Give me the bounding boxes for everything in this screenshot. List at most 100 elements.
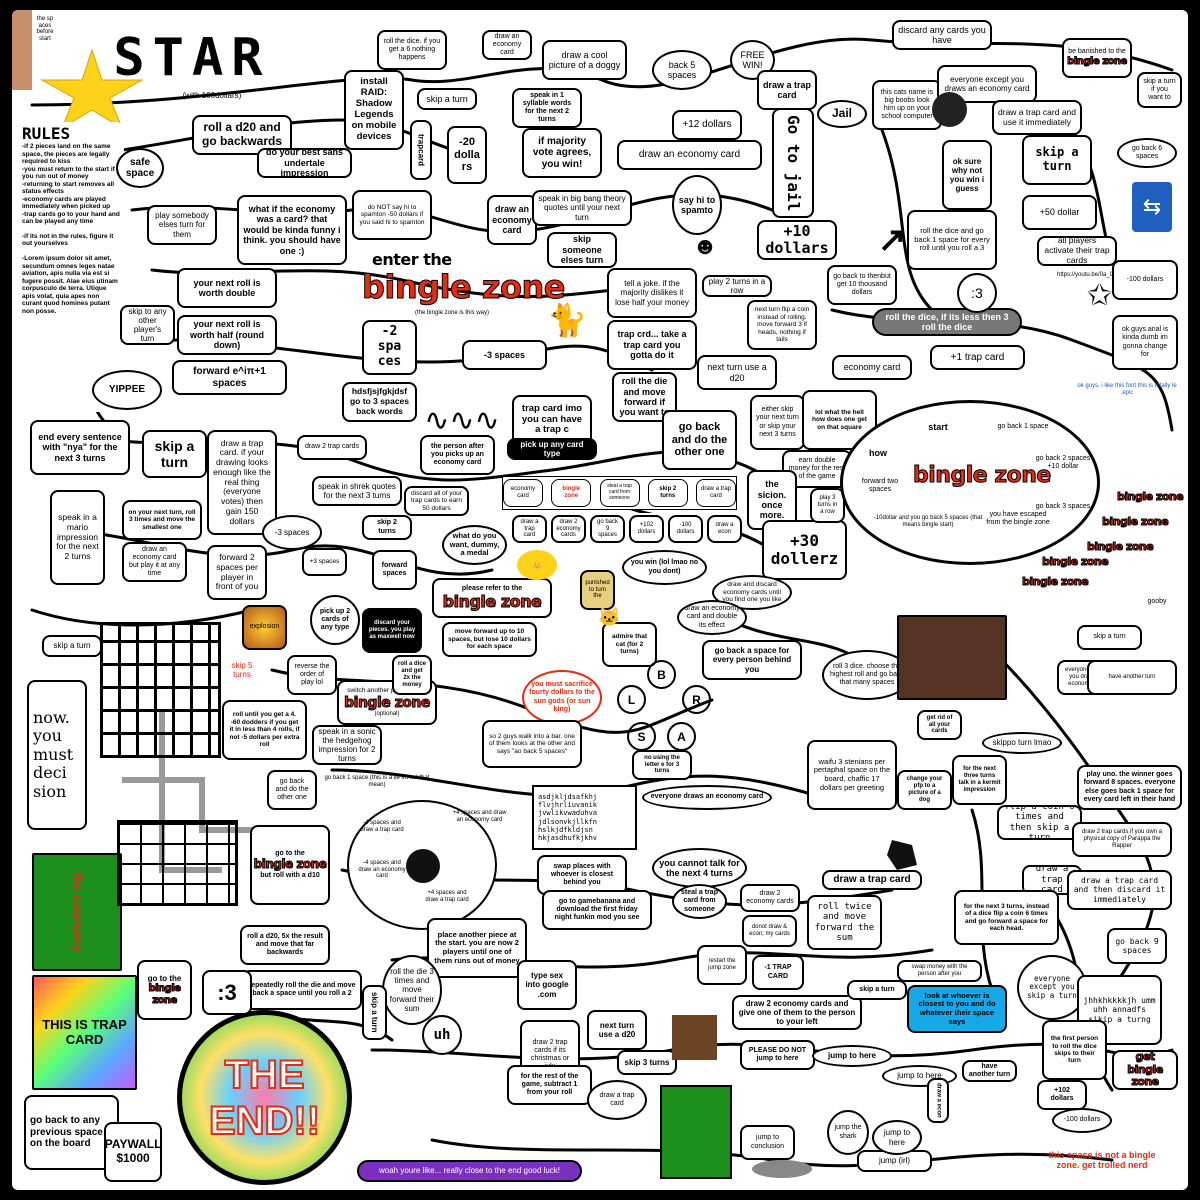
space-switch-another[interactable]: switch another player to the bingle zone… bbox=[337, 680, 437, 725]
space-ok-sure[interactable]: ok sure why not you win i guess bbox=[942, 140, 992, 210]
space-have-another[interactable]: have another turn bbox=[962, 1060, 1017, 1082]
space-plus-3-spaces[interactable]: +3 spaces bbox=[302, 548, 347, 576]
space-move-forward-10[interactable]: move forward up to 10 spaces, but lose 1… bbox=[442, 622, 537, 657]
space-discard-maxwell[interactable]: discard your pieces. you play as maxwell… bbox=[362, 608, 422, 653]
space-steal-trap[interactable]: steal a trap card from someone bbox=[672, 884, 727, 919]
space-jump-shark[interactable]: jump the shark bbox=[827, 1110, 869, 1155]
space-discard-all[interactable]: discard any cards you have bbox=[892, 20, 992, 50]
space-skip-turn-top[interactable]: skip a turn bbox=[417, 88, 477, 110]
space-place-another[interactable]: place another piece at the start. you ar… bbox=[427, 918, 527, 978]
space-gamebanana[interactable]: go to gamebanana and download the first … bbox=[542, 890, 652, 930]
space-jump-here-3[interactable]: jump to here bbox=[872, 1120, 922, 1155]
space-skip-turn-lmao[interactable]: skippo turn lmao bbox=[982, 732, 1062, 754]
space-play-3[interactable]: play 3 turns in a row bbox=[810, 488, 845, 523]
space-nya[interactable]: end every sentence with "nya" for the ne… bbox=[30, 420, 130, 475]
space-kermit[interactable]: for the next three turns talk in a kermi… bbox=[952, 755, 1007, 805]
space-ok-guys[interactable]: ok guys anal is kinda dumb im gonna chan… bbox=[1112, 315, 1178, 370]
space-go-back-6[interactable]: go back 6 spaces bbox=[1117, 138, 1177, 168]
bingle-zone-right-5[interactable]: bingle zone bbox=[1021, 575, 1089, 589]
space-forward-spaces[interactable]: forward spaces bbox=[372, 550, 417, 590]
space-skip-turn-right[interactable]: skip a turn bbox=[1077, 625, 1142, 650]
card-minus-100[interactable]: -100 dollars bbox=[668, 515, 703, 543]
space-now-decision[interactable]: now. you must deci sion bbox=[27, 680, 87, 830]
space-woah[interactable]: woah youre like... really close to the e… bbox=[357, 1160, 582, 1182]
space-big-bang[interactable]: speak in big bang theory quotes until yo… bbox=[532, 190, 632, 226]
space-plus-30[interactable]: +30 dollerz bbox=[762, 520, 847, 580]
space-draw-economy-mid[interactable]: draw an economy card bbox=[487, 195, 537, 245]
space-repeatedly-roll[interactable]: repeatedly roll the die and move back a … bbox=[242, 970, 362, 1010]
space-person-picks-econ[interactable]: the person after you picks up an economy… bbox=[420, 435, 495, 475]
space-hdsf[interactable]: hdsfjsjfgkjdsf go to 3 spaces back words bbox=[342, 382, 417, 422]
space-trap-card-imo[interactable]: trap card imo you can have a trap c bbox=[512, 395, 592, 445]
space-everyone-draw-econ[interactable]: everyone draws an economy card bbox=[642, 785, 772, 810]
space-minus-2[interactable]: -2 spa ces bbox=[362, 320, 417, 375]
space-so-2-guys[interactable]: so 2 guys walk into a bar. one of them l… bbox=[482, 720, 582, 768]
space-type-sex[interactable]: type sex into google .com bbox=[517, 960, 577, 1010]
space-minus-100[interactable]: -100 dollars bbox=[1112, 260, 1178, 300]
space-refer-bingle[interactable]: please refer to the bingle zone bbox=[432, 578, 552, 618]
bingle-zone-wheel[interactable]: bingle zone start how go back 1 space go… bbox=[840, 400, 1100, 565]
space-roll-less[interactable]: roll the dice, if its less then 3 roll t… bbox=[872, 308, 1022, 336]
space-draw-economy-top[interactable]: draw an economy card bbox=[482, 30, 532, 60]
space-plus-102[interactable]: +102 dollars bbox=[1037, 1080, 1087, 1110]
space-next-turn-d20[interactable]: next turn use a d20 bbox=[587, 1010, 647, 1050]
space-please-do-not[interactable]: PLEASE DO NOT jump to here bbox=[740, 1040, 815, 1070]
space-forward-2-per-player[interactable]: forward 2 spaces per player in front of … bbox=[207, 545, 267, 600]
space-reverse-order[interactable]: reverse the order of play lol bbox=[287, 655, 337, 695]
space-draw-2-trap[interactable]: draw 2 trap cards bbox=[297, 435, 367, 460]
space-go-to-bingle-2[interactable]: go to the bingle zone bbox=[137, 960, 192, 1020]
space-swap-places[interactable]: swap places with whoever is closest behi… bbox=[537, 855, 627, 895]
space-draw-discard-econ[interactable]: draw and discard economy cards until you… bbox=[712, 575, 792, 610]
bingle-zone-right-2[interactable]: bingle zone bbox=[1101, 515, 1169, 529]
space-skip-turn-big[interactable]: skip a turn bbox=[142, 430, 207, 478]
space-roll-until-4[interactable]: roll until you get a 4. -60 dodders if y… bbox=[222, 700, 307, 760]
space-shrek-quotes[interactable]: speak in shrek quotes for the next 3 tur… bbox=[312, 476, 402, 506]
space-go-back-previous[interactable]: go back to any previous space on the boa… bbox=[24, 1095, 119, 1170]
space-draw-doggy[interactable]: draw a cool picture of a doggy bbox=[542, 40, 627, 80]
space-go-to-bingle-zone[interactable]: go to the bingle zone but roll with a d1… bbox=[250, 825, 330, 905]
space-draw-2-econ[interactable]: draw 2 economy cards bbox=[740, 884, 800, 912]
card-draw-trap[interactable]: draw a trap card bbox=[696, 479, 736, 507]
card-2-extra[interactable]: draw 2 economy cards bbox=[551, 515, 586, 543]
space-one-syllable[interactable]: speak in 1 syllable words for the next 2… bbox=[512, 88, 582, 128]
space-sacrifice[interactable]: you must sacrifice fourty dollars to the… bbox=[522, 670, 602, 725]
space-plus-10[interactable]: +10 dollars bbox=[757, 220, 837, 260]
card-bingle-zone[interactable]: bingle zone bbox=[551, 479, 592, 507]
space-forward-euler[interactable]: forward e^iπ+1 spaces bbox=[172, 360, 287, 395]
space-trapcard-vertical[interactable]: trapcard bbox=[410, 120, 432, 180]
space-colon-3[interactable]: :3 bbox=[202, 970, 252, 1015]
space-skip-3-turn[interactable]: skip a turn bbox=[362, 985, 387, 1040]
space-back-5[interactable]: back 5 spaces bbox=[652, 50, 712, 90]
space-waifu[interactable]: waifu 3 stenians per pertaphal space on … bbox=[807, 740, 897, 810]
space-flip-coin-6[interactable]: flip a coin 6 times and then skip a turn bbox=[997, 805, 1082, 840]
space-skip-turn-hand[interactable]: skip a turn bbox=[1022, 135, 1092, 185]
space-subtract-1[interactable]: for the rest of the game, subtract 1 fro… bbox=[507, 1065, 592, 1105]
youtube-link[interactable]: https://youtu.be/0a_lXZ9pkQ0 bbox=[1057, 272, 1137, 278]
space-no-using-e[interactable]: no using the letter e for 3 turns bbox=[632, 750, 692, 780]
bingle-wheel-2[interactable] bbox=[347, 800, 497, 930]
the-economy-card-image[interactable]: the economy bbox=[32, 853, 122, 971]
space-minus-20[interactable]: -20 dolla rs bbox=[447, 126, 487, 184]
space-skip-2-turns[interactable]: skip 2 turns bbox=[362, 515, 412, 540]
space-skip-a-turn-left[interactable]: skip a turn bbox=[42, 635, 102, 657]
space-restart-jump[interactable]: restart the jump zone bbox=[697, 945, 747, 985]
space-draw-econ-bot[interactable]: draw a econ bbox=[927, 1078, 949, 1123]
space-next-3-turns-coin[interactable]: for the next 3 turns, instead of a dice … bbox=[954, 890, 1059, 945]
space-d20-5x[interactable]: roll a d20, 5x the result and move that … bbox=[240, 925, 330, 965]
space-explosion[interactable]: explosion bbox=[242, 605, 287, 650]
space-dice-6[interactable]: roll the dice. if you get a 6 nothing ha… bbox=[377, 30, 447, 70]
space-skip-any-player[interactable]: skip to any other player's turn bbox=[120, 305, 175, 345]
card-steal-trap[interactable]: steal a trap card from someone bbox=[599, 479, 640, 507]
space-roll-back-1[interactable]: roll the dice and go back 1 space for ev… bbox=[907, 210, 997, 270]
space-look-at[interactable]: look at whoever is closest to you and do… bbox=[907, 985, 1007, 1033]
space-economy-what-if[interactable]: what if the economy was a card? that wou… bbox=[237, 195, 347, 265]
space-either-skip[interactable]: either skip your next turn or skip your … bbox=[750, 395, 805, 450]
space-everyone-skip[interactable]: everyone except you skip a turn bbox=[1017, 955, 1087, 1020]
space-play-2-turns[interactable]: play 2 turns in a row bbox=[702, 275, 772, 297]
space-do-not-say-hi[interactable]: do NOT say hi to spamton -50 dollars if … bbox=[352, 190, 432, 240]
space-next-roll-double[interactable]: your next roll is worth double bbox=[177, 268, 277, 308]
space-economy-card[interactable]: economy card bbox=[832, 355, 912, 380]
space-go-to-jail[interactable]: Go to jail bbox=[772, 108, 814, 218]
space-next-d20[interactable]: next turn use a d20 bbox=[697, 355, 777, 390]
space-banished[interactable]: be banished to the bingle zone bbox=[1062, 38, 1132, 78]
